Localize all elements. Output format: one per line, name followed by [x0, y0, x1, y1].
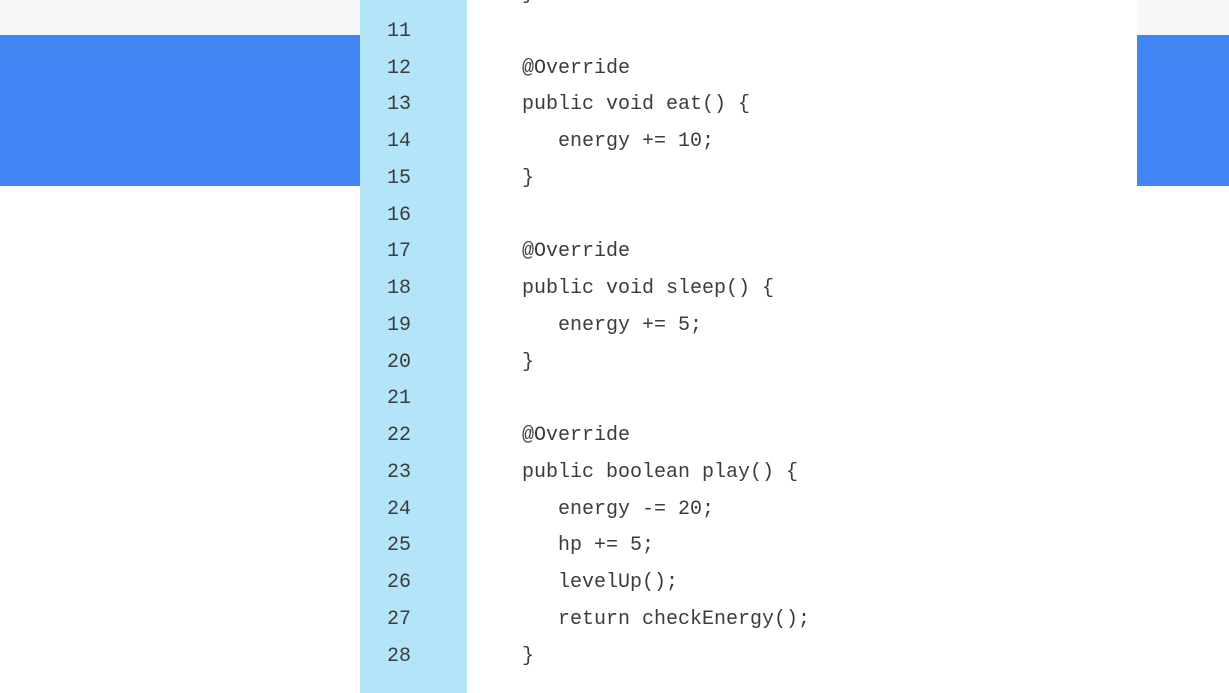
- code-line: 27 return checkEnergy();: [360, 602, 1137, 639]
- code-line: 10}: [360, 0, 1137, 14]
- code-line: 17 @Override: [360, 234, 1137, 271]
- line-number: 20: [387, 350, 412, 374]
- line-number: 15: [387, 166, 412, 190]
- code-line: 15}: [360, 161, 1137, 198]
- line-number: 18: [387, 277, 412, 300]
- line-number: 19: [387, 313, 412, 337]
- line-number: 28: [387, 644, 412, 668]
- code-line: 12 @Override: [360, 51, 1137, 88]
- line-number: 10: [387, 0, 457, 14]
- line-number: 11: [387, 19, 412, 43]
- line-code: }: [522, 166, 535, 190]
- code-line: 14 energy += 10;: [360, 124, 1137, 161]
- line-code: @Override: [522, 424, 631, 447]
- line-number: 23: [387, 460, 412, 484]
- line-number: 14: [387, 130, 412, 153]
- code-line: 25 hp += 5;: [360, 528, 1137, 565]
- code-line: 23 public boolean play() {: [360, 455, 1137, 492]
- line-code: energy += 10;: [522, 130, 715, 153]
- line-code: public void sleep() {: [522, 277, 775, 300]
- line-code: }: [522, 0, 534, 14]
- code-line: 24 energy -= 20;: [360, 492, 1137, 529]
- code-line: 20}: [360, 345, 1137, 382]
- line-code: energy -= 20;: [522, 497, 715, 521]
- code-lines: 10} 11 12 @Override 13 public void eat() {…: [360, 0, 1137, 675]
- line-number-gutter: [360, 0, 467, 693]
- line-number: 12: [387, 56, 412, 80]
- code-line: 21: [360, 381, 1137, 418]
- code-line: 26 levelUp();: [360, 565, 1137, 602]
- code-line: 18 public void sleep() {: [360, 271, 1137, 308]
- code-panel: 10} 11 12 @Override 13 public void eat() {…: [360, 0, 1137, 693]
- code-line: 28}: [360, 639, 1137, 676]
- line-code: hp += 5;: [522, 534, 655, 558]
- line-number: 25: [387, 534, 412, 558]
- line-code: public boolean play() {: [522, 460, 799, 484]
- line-number: 22: [387, 424, 412, 447]
- line-code: return checkEnergy();: [522, 607, 811, 631]
- line-code: levelUp();: [522, 571, 679, 594]
- line-code: @Override: [522, 56, 631, 80]
- code-line: 19 energy += 5;: [360, 308, 1137, 345]
- line-code: }: [522, 644, 535, 668]
- line-number: 27: [387, 607, 412, 631]
- code-line: 13 public void eat() {: [360, 87, 1137, 124]
- line-number: 13: [387, 93, 412, 117]
- line-code: energy += 5;: [522, 313, 703, 337]
- line-number: 21: [387, 387, 412, 411]
- line-number: 17: [387, 240, 412, 264]
- line-code: @Override: [522, 240, 631, 264]
- code-line: 22 @Override: [360, 418, 1137, 455]
- line-number: 16: [387, 203, 412, 227]
- code-line: 16: [360, 198, 1137, 235]
- line-code: public void eat() {: [522, 93, 751, 117]
- code-line: 11: [360, 14, 1137, 51]
- line-number: 26: [387, 571, 412, 594]
- line-number: 24: [387, 497, 412, 521]
- line-code: }: [522, 350, 535, 374]
